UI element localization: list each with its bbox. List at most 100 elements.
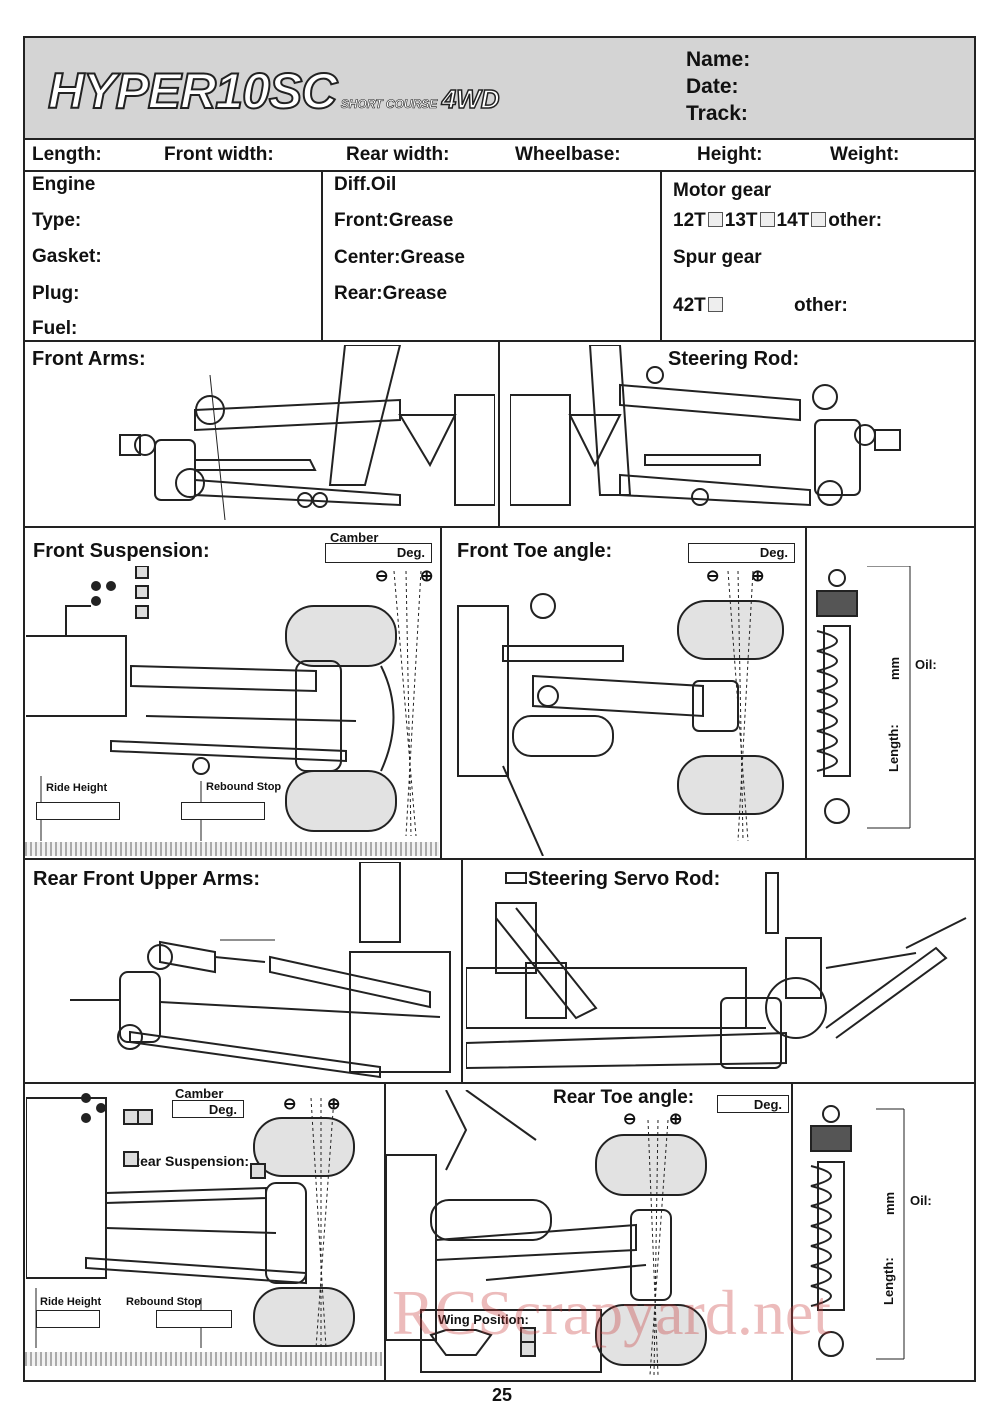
page-frame — [23, 36, 976, 1382]
shock-oil-label-rear: Oil: — [910, 1193, 932, 1208]
front-camber-field[interactable]: Deg. — [325, 543, 432, 563]
shock-length-label-rear: Length: — [881, 1257, 896, 1305]
divider — [23, 138, 976, 140]
rear-ride-height-field[interactable] — [36, 1310, 100, 1328]
weight-label: Weight: — [830, 144, 900, 165]
rear-rebound-stop-field[interactable] — [156, 1310, 232, 1328]
divider — [461, 858, 463, 1082]
steering-rod-title: Steering Rod: — [668, 348, 800, 370]
spur-42t-checkbox[interactable] — [707, 297, 723, 312]
rear-suspension-title: Rear Suspension: — [130, 1153, 250, 1169]
divider — [23, 170, 976, 172]
divider — [660, 170, 662, 340]
shock-mm-label-rear: mm — [882, 1191, 897, 1215]
engine-title: Engine — [32, 174, 96, 195]
divider — [791, 1082, 793, 1382]
spur-other-label: other: — [794, 295, 848, 316]
front-toe-field[interactable]: Deg. — [688, 543, 795, 563]
motor-gear-title: Motor gear — [673, 180, 772, 201]
front-rebound-stop-field[interactable] — [181, 802, 265, 820]
gear-other-label: other: — [828, 210, 883, 231]
shock-length-label-front: Length: — [886, 724, 901, 772]
gear-12t-checkbox[interactable] — [707, 212, 723, 227]
front-ride-height-label: Ride Height — [46, 782, 108, 794]
deg-unit: Deg. — [753, 1097, 782, 1112]
logo-main: HYPER10SC — [47, 62, 338, 120]
divider — [805, 526, 807, 858]
rear-width-label: Rear width: — [346, 144, 450, 165]
plus-icon: ⊕ — [669, 1111, 683, 1128]
minus-icon: ⊖ — [375, 568, 389, 585]
plus-icon: ⊕ — [420, 568, 434, 585]
minus-icon: ⊖ — [706, 568, 720, 585]
front-arms-title: Front Arms: — [32, 348, 146, 370]
divider — [384, 1082, 386, 1382]
minus-icon: ⊖ — [283, 1096, 297, 1113]
gear-14t-checkbox[interactable] — [811, 212, 827, 227]
steering-servo-diagram — [466, 872, 967, 1070]
spur-42t-label: 42T — [673, 295, 706, 316]
engine-gasket-label: Gasket: — [32, 246, 102, 267]
front-toe-diagram — [457, 570, 784, 856]
spur-gear-title: Spur gear — [673, 247, 762, 268]
diff-title: Diff.Oil — [334, 174, 397, 195]
steering-servo-rod-title: Steering Servo Rod: — [528, 868, 721, 890]
name-label: Name: — [686, 48, 751, 71]
logo: HYPER10SC SHORT COURSE 4WD — [47, 62, 500, 120]
header-bar — [25, 38, 974, 138]
divider — [23, 858, 976, 860]
ground-texture — [25, 842, 439, 856]
shock-diagram-rear — [810, 1105, 905, 1360]
divider — [23, 1082, 976, 1084]
front-ride-height-field[interactable] — [36, 802, 120, 820]
front-arms-diagram — [119, 345, 495, 521]
plus-icon: ⊕ — [751, 568, 765, 585]
rear-upper-arms-diagram — [70, 862, 451, 1079]
rear-toe-title: Rear Toe angle: — [553, 1087, 695, 1108]
wing-position-label: Wing Position: — [438, 1312, 529, 1327]
track-label: Track: — [686, 102, 748, 125]
front-suspension-diagram — [26, 566, 422, 841]
spur-gear-options: 42T — [673, 295, 725, 317]
rear-camber-label: Camber — [175, 1086, 224, 1101]
rear-suspension-diagram — [26, 1093, 355, 1349]
diff-rear: Rear:Grease — [334, 283, 448, 304]
front-toe-title: Front Toe angle: — [457, 540, 613, 562]
deg-unit: Deg. — [396, 545, 425, 560]
ground-texture — [25, 1352, 382, 1366]
length-label: Length: — [32, 144, 102, 165]
rear-camber-field[interactable]: Deg. — [172, 1100, 244, 1118]
gear-13t-label: 13T — [724, 210, 758, 231]
deg-unit: Deg. — [208, 1102, 237, 1117]
engine-plug-label: Plug: — [32, 283, 80, 304]
diff-front: Front:Grease — [334, 210, 454, 231]
divider — [498, 340, 500, 526]
diff-center: Center:Grease — [334, 247, 465, 268]
rear-front-upper-arms-title: Rear Front Upper Arms: — [33, 868, 261, 890]
rear-toe-field[interactable]: Deg. — [717, 1095, 789, 1113]
watermark: RCScrapyard.net — [392, 1277, 831, 1348]
front-width-label: Front width: — [164, 144, 274, 165]
rear-ride-height-label: Ride Height — [40, 1296, 102, 1308]
shock-oil-label-front: Oil: — [915, 657, 937, 672]
logo-drive: 4WD — [441, 83, 500, 115]
divider — [440, 526, 442, 858]
divider — [23, 526, 976, 528]
divider — [321, 170, 323, 340]
steering-rod-diagram — [510, 345, 901, 507]
page-number: 25 — [492, 1385, 513, 1405]
date-label: Date: — [686, 75, 739, 98]
engine-fuel-label: Fuel: — [32, 318, 78, 339]
engine-type-label: Type: — [32, 210, 82, 231]
rear-toe-diagram — [386, 1090, 707, 1376]
front-suspension-title: Front Suspension: — [33, 540, 210, 562]
minus-icon: ⊖ — [623, 1111, 637, 1128]
gear-13t-checkbox[interactable] — [759, 212, 775, 227]
gear-14t-label: 14T — [776, 210, 810, 231]
deg-unit: Deg. — [759, 545, 788, 560]
logo-sub: SHORT COURSE — [340, 97, 438, 112]
shock-mm-label-front: mm — [887, 656, 902, 680]
rear-rebound-stop-label: Rebound Stop — [126, 1296, 202, 1308]
front-rebound-stop-label: Rebound Stop — [206, 781, 282, 793]
